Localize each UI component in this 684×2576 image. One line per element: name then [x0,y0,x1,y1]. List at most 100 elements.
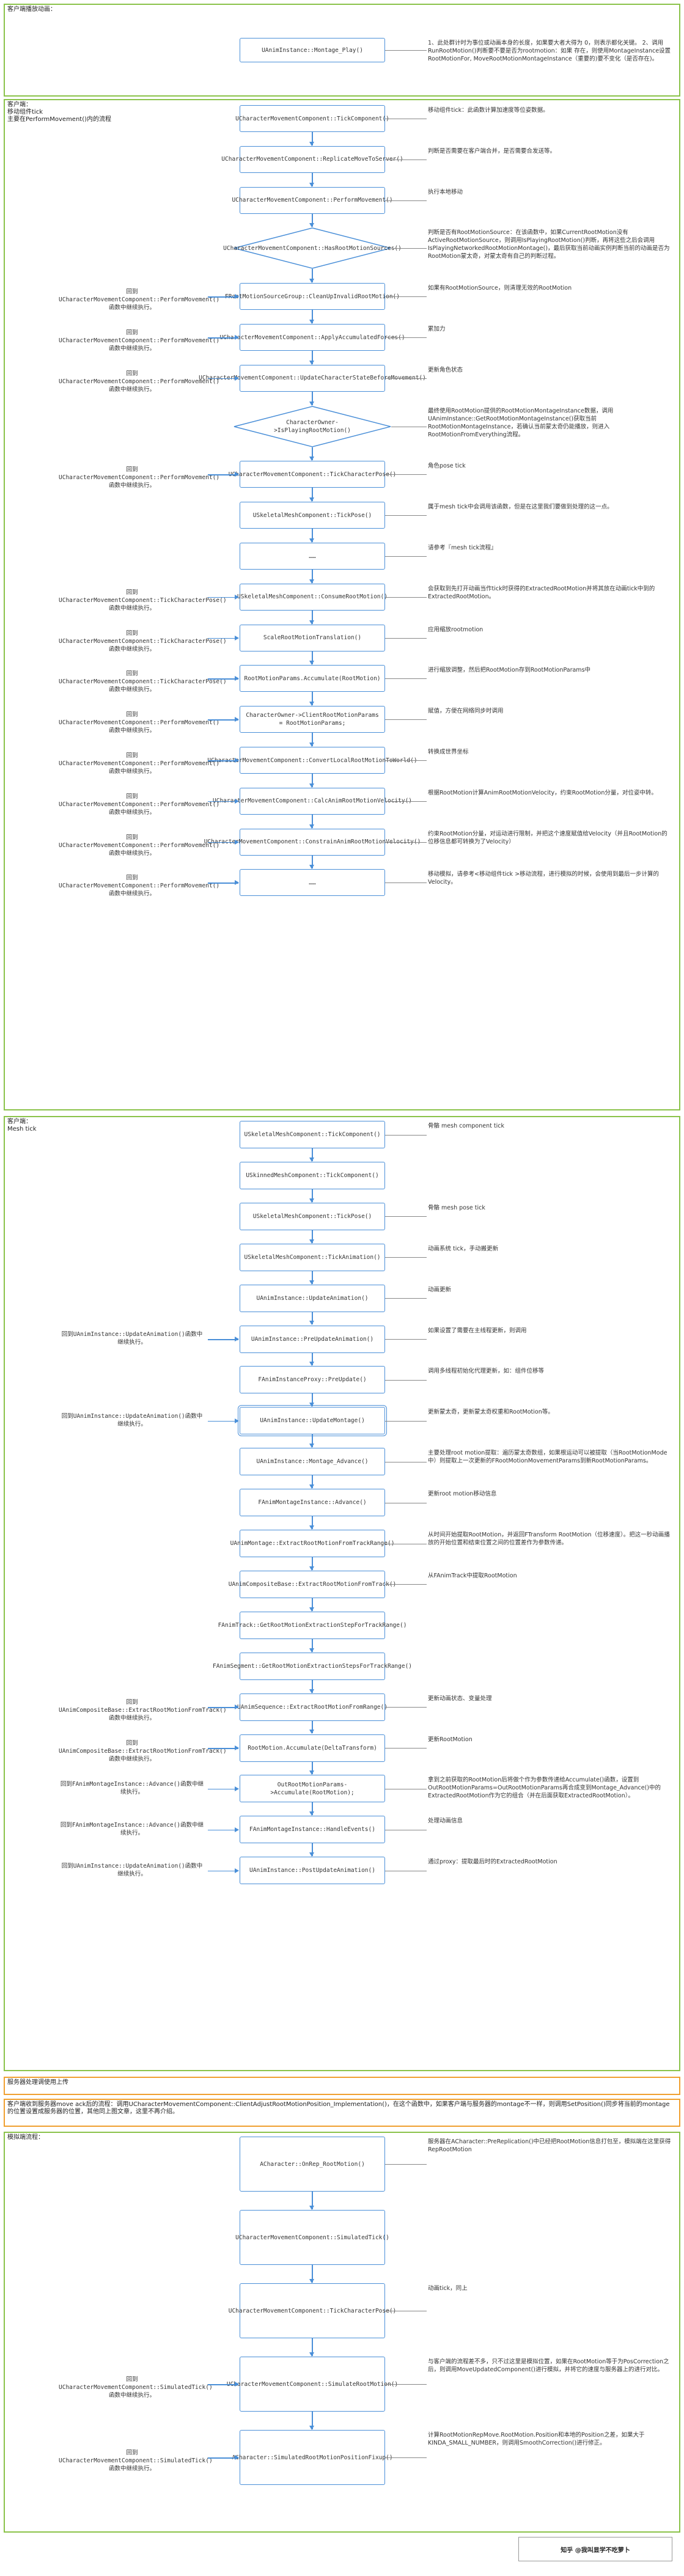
flow-node: UCharacterMovementComponent::ConstrainAn… [204,828,421,856]
note-connector [385,842,427,843]
flow-arrow [310,2338,314,2357]
flow-node: FAnimMontageInstance::Advance() [240,1489,385,1517]
flow-node: UAnimInstance::Montage_Play() [240,38,385,62]
flow-node: USkeletalMeshComponent::TickComponent() [240,1121,385,1148]
step-note: 通过proxy：提取最后时的ExtractedRootMotion [428,1859,557,1866]
flow-arrow [310,1434,314,1448]
flow-node: UCharacterMovementComponent::ConvertLoca… [207,747,417,774]
note-connector [385,1339,427,1340]
note-connector [385,200,427,201]
flow-arrow [310,1189,314,1203]
step-note: 动画更新 [428,1286,452,1293]
return-arrow [208,1337,239,1341]
flow-node: USkeletalMeshComponent::ConsumeRootMotio… [237,583,388,611]
return-note: 回到 UCharacterMovementComponent::PerformM… [59,370,220,393]
flow-node: UCharacterMovementComponent::CalcAnimRoo… [213,787,412,815]
return-note: 回到 UCharacterMovementComponent::Simulate… [59,2449,213,2472]
step-note: 执行本地移动 [428,188,463,196]
flow-arrow [310,1557,314,1571]
step-note: 服务器在ACharacter::PreReplication()中已经把Root… [428,2138,671,2153]
step-note: 从时间开始提取RootMotion，并返回FTransform RootMoti… [428,1532,670,1546]
flow-arrow [310,391,314,406]
step-note: 根据RootMotion计算AnimRootMotionVelocity，约束R… [428,789,657,796]
return-note: 回到 UCharacterMovementComponent::PerformM… [59,752,220,775]
flow-arrow [310,132,314,146]
flow-node: UCharacterMovementComponent::UpdateChara… [199,364,426,392]
return-note: 回到 UAnimCompositeBase::ExtractRootMotion… [59,1699,227,1722]
flow-node: UCharacterMovementComponent::TickCharact… [229,2283,396,2338]
step-note: 最终使用RootMotion提供的RootMotionMontageInstan… [428,407,614,438]
return-arrow [208,2382,239,2386]
section-title: 客户端收到服务器move ack后的流程：调用UCharacterMovemen… [7,2101,670,2115]
return-note: 回到 UCharacterMovementComponent::TickChar… [59,629,227,653]
section-server-handling: 服务器处理调使用上传 [4,2077,680,2095]
flow-arrow [310,814,314,829]
note-connector [385,378,427,379]
return-arrow [208,472,239,477]
return-arrow [208,2456,239,2459]
flow-arrow [310,1312,314,1326]
return-note: 回到 UAnimCompositeBase::ExtractRootMotion… [59,1740,227,1763]
step-note: 进行缩放调整，然后把RootMotion存到RootMotionParams中 [428,667,591,674]
flow-arrow [310,310,314,324]
flow-node: ScaleRootMotionTranslation() [240,624,385,651]
flow-node: OutRootMotionParams->Accumulate(RootMoti… [240,1775,385,1803]
section-title: 服务器处理调使用上传 [7,2079,68,2086]
flow-arrow [310,570,314,584]
step-note: 转换成世界坐标 [428,749,469,755]
step-note: 拿到之前获取的RootMotion后将做个作为参数传递给Accumulate()… [428,1777,661,1800]
note-connector [385,2457,427,2458]
step-note: 主要处理root motion提取：遍历蒙太奇数组，如果根运动可以被提取（当Ro… [428,1450,667,1465]
flow-node: UCharacterMovementComponent::SimulatedTi… [235,2210,389,2265]
note-connector [385,556,427,557]
step-note: 请参考『mesh tick流程』 [428,545,497,551]
flow-node: UAnimInstance::PostUpdateAnimation() [240,1857,385,1885]
step-note: 动画tick，同上 [428,2285,468,2292]
flow-node: USkeletalMeshComponent::TickPose() [240,502,385,529]
step-note: 应用缩放rootmotion [428,626,484,633]
note-connector [385,1298,427,1299]
flow-node: FAnimInstanceProxy::PreUpdate() [240,1366,385,1394]
return-arrow [208,1746,239,1750]
return-arrow [208,1418,239,1423]
return-note: 回到 UCharacterMovementComponent::PerformM… [59,329,220,352]
decision-diamond: CharacterOwner->IsPlayingRootMotion() [234,405,391,447]
return-note: 回到UAnimInstance::UpdateAnimation()函数中继续执… [61,1331,203,1346]
step-note: 约束RootMotion分量，对运动进行限制，并把这个速度赋值给Velocity… [428,830,667,845]
section-title: 客户端： Mesh tick [7,1118,37,1132]
step-note: 角色pose tick [428,463,466,470]
step-note: 如果有RootMotionSource，则清理无效的RootMotion [428,285,572,292]
note-connector [385,1257,427,1258]
flow-arrow [310,351,314,365]
flow-node: UCharacterMovementComponent::PerformMove… [232,186,393,214]
return-arrow [208,881,239,885]
flow-arrow [310,1271,314,1285]
flow-arrow [310,1802,314,1816]
flow-node: USkeletalMeshComponent::TickPose() [240,1202,385,1230]
step-note: 会获取到先打开动画当作tick时获得的ExtractedRootMotion并将… [428,585,655,600]
flow-arrow [310,269,314,283]
flow-node: UAnimCompositeBase::ExtractRootMotionFro… [229,1570,396,1598]
flow-node: UAnimInstance::Montage_Advance() [240,1448,385,1476]
flow-arrow [310,1761,314,1775]
step-note: 调用多线程初始化代理更新，如：组件位移等 [428,1368,545,1375]
return-note: 回到 UCharacterMovementComponent::TickChar… [59,589,227,612]
return-arrow [208,840,239,844]
flow-arrow [310,2412,314,2430]
flow-node: ACharacter::SimulatedRootMotionPositionF… [232,2430,393,2485]
step-note: 更新角色状态 [428,366,463,373]
return-arrow [208,717,239,722]
section-title: 模拟端流程： [7,2134,44,2141]
return-note: 回到UAnimInstance::UpdateAnimation()函数中继续执… [61,1862,203,1877]
flow-node: FAnimMontageInstance::HandleEvents() [240,1816,385,1844]
note-connector [385,337,427,338]
flow-arrow [310,2265,314,2283]
return-arrow [208,758,239,762]
decision-diamond: UCharacterMovementComponent::HasRootMoti… [223,227,402,270]
flow-node: UAnimMontage::ExtractRootMotionFromTrack… [230,1530,394,1557]
flow-arrow [310,2192,314,2210]
step-note: 从FAnimTrack中提取RootMotion [428,1572,517,1579]
return-note: 回到 UCharacterMovementComponent::PerformM… [59,875,220,898]
note-connector [385,1748,427,1749]
flow-arrow [310,1393,314,1407]
